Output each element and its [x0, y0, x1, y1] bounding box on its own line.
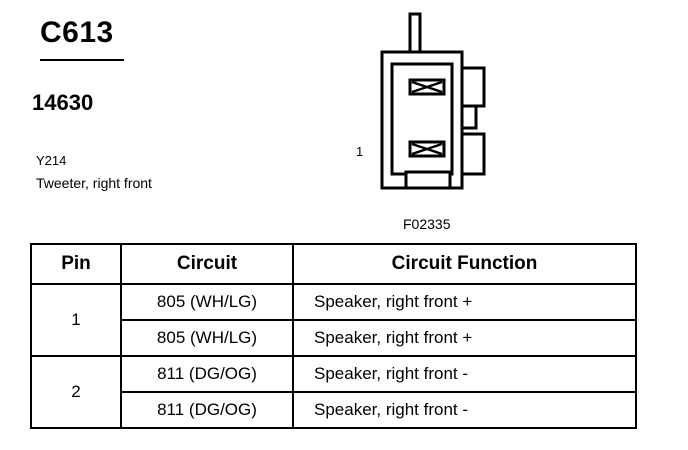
- pin-number: 1: [30, 283, 122, 357]
- circuit-function-cell: Speaker, right front -: [292, 355, 637, 393]
- table-row: 2 811 (DG/OG) Speaker, right front -: [30, 355, 637, 429]
- connector-bottom-lip: [404, 170, 452, 190]
- connector-id: C613: [40, 16, 114, 49]
- component-description: Tweeter, right front: [36, 175, 152, 191]
- circuit-function-cell: Speaker, right front +: [292, 283, 637, 321]
- figure-code: F02335: [403, 216, 451, 232]
- table-row: 811 (DG/OG) Speaker, right front -: [31, 391, 637, 429]
- table-row: 805 (WH/LG) Speaker, right front +: [31, 319, 637, 357]
- header-circuit-function: Circuit Function: [292, 243, 637, 285]
- connector-side-tab-bottom: [460, 132, 486, 176]
- part-number: 14630: [32, 90, 94, 115]
- connector-side-tab-middle: [460, 104, 478, 130]
- circuit-cell: 811 (DG/OG): [120, 391, 294, 429]
- circuit-cell: 805 (WH/LG): [120, 319, 294, 357]
- connector-id-underline: [40, 59, 124, 61]
- connector-side-tab-top: [460, 66, 486, 108]
- header-circuit: Circuit: [120, 243, 294, 285]
- circuit-function-cell: Speaker, right front +: [292, 319, 637, 357]
- connector-drawing: [380, 12, 486, 190]
- table-row: 1 805 (WH/LG) Speaker, right front +: [30, 283, 637, 357]
- component-code: Y214: [36, 153, 67, 168]
- circuit-cell: 811 (DG/OG): [120, 355, 294, 393]
- table-header-row: Pin Circuit Circuit Function: [30, 243, 637, 285]
- pin-number: 2: [30, 355, 122, 429]
- terminal-1: [408, 78, 446, 96]
- pin-1-marker: 1: [356, 144, 364, 159]
- pin-table: Pin Circuit Circuit Function 1 805 (WH/L…: [30, 243, 637, 429]
- terminal-2: [408, 140, 446, 158]
- header-pin: Pin: [30, 243, 122, 285]
- circuit-function-cell: Speaker, right front -: [292, 391, 637, 429]
- circuit-cell: 805 (WH/LG): [120, 283, 294, 321]
- connector-stem: [408, 12, 422, 56]
